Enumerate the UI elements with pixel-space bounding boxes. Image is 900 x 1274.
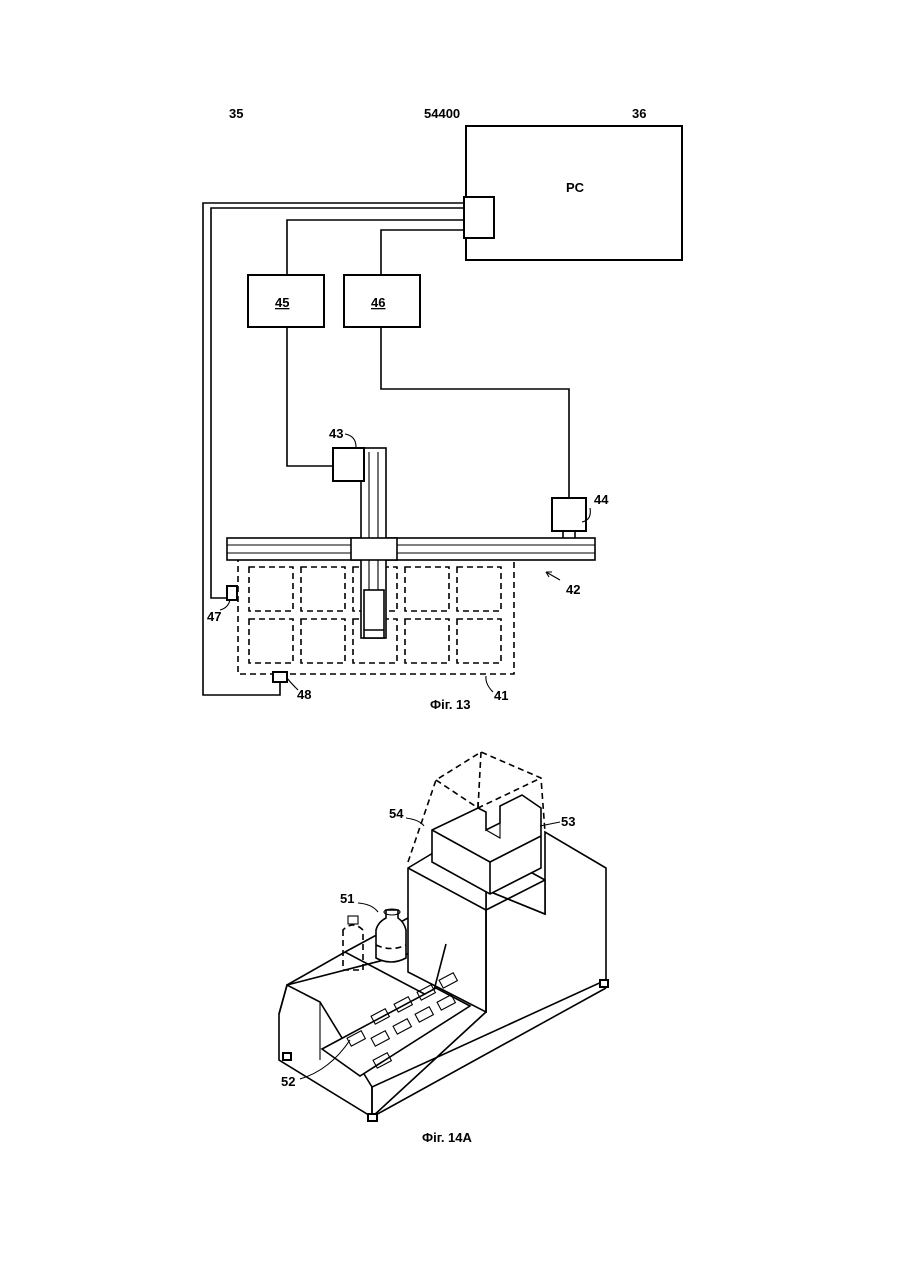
controller-46-label: 46 [371, 295, 385, 310]
ref-44: 44 [594, 492, 609, 507]
motor-44 [552, 498, 586, 531]
pc-label: PC [566, 180, 585, 195]
sensor-48 [273, 672, 287, 682]
rail-42 [227, 538, 595, 560]
figure-13-caption: Фіг. 13 [430, 697, 471, 712]
figure-14a-diagram [279, 752, 608, 1121]
ref-41: 41 [494, 688, 508, 703]
cable-45 [287, 220, 464, 275]
sensor-47 [227, 586, 237, 600]
cable-45-to-43 [287, 327, 333, 466]
carriage [351, 538, 397, 560]
ref-51: 51 [340, 891, 354, 906]
large-bottle-51 [376, 910, 406, 962]
motor-43 [333, 448, 364, 481]
ref-42: 42 [566, 582, 580, 597]
cable-46 [381, 230, 464, 275]
ref-48: 48 [297, 687, 311, 702]
controller-45-label: 45 [275, 295, 289, 310]
ref-52: 52 [281, 1074, 295, 1089]
ref-43: 43 [329, 426, 343, 441]
pc-port [464, 197, 494, 238]
ref-53: 53 [561, 814, 575, 829]
ref-54: 54 [389, 806, 404, 821]
figure-14a-caption: Фіг. 14А [422, 1130, 473, 1145]
cable-46-to-44 [381, 327, 569, 498]
ref-47: 47 [207, 609, 221, 624]
